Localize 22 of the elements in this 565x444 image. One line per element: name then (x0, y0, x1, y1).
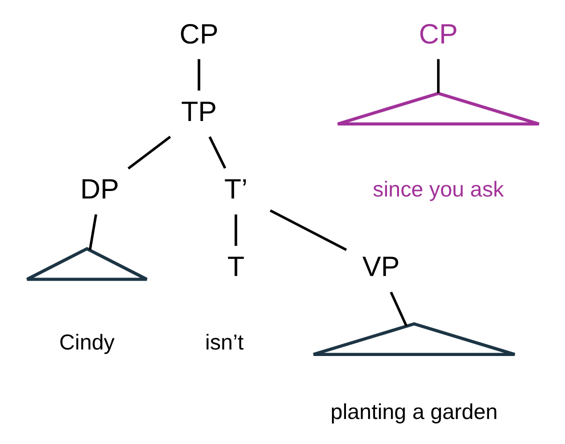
connector (269, 209, 346, 252)
node-text: CP (418, 18, 458, 50)
connector (208, 136, 226, 169)
connector (234, 214, 237, 246)
connector (436, 59, 440, 94)
node-text: TP (180, 96, 216, 127)
node-triangle (311, 322, 516, 356)
connector (127, 136, 171, 170)
connector (389, 292, 408, 327)
node-text: CP (179, 18, 218, 50)
node-triangle (25, 246, 148, 281)
node-text: T’ (224, 174, 248, 205)
node-text: DP (80, 174, 119, 205)
connector (88, 214, 97, 250)
connector (197, 59, 200, 91)
node-label: planting a garden (330, 398, 498, 424)
node-triangle (336, 92, 540, 126)
node-label: Cindy (58, 329, 114, 354)
node-label: since you ask (372, 176, 504, 202)
node-text: T (226, 251, 244, 282)
node-text: VP (362, 251, 400, 282)
node-label: isn’t (204, 329, 244, 354)
